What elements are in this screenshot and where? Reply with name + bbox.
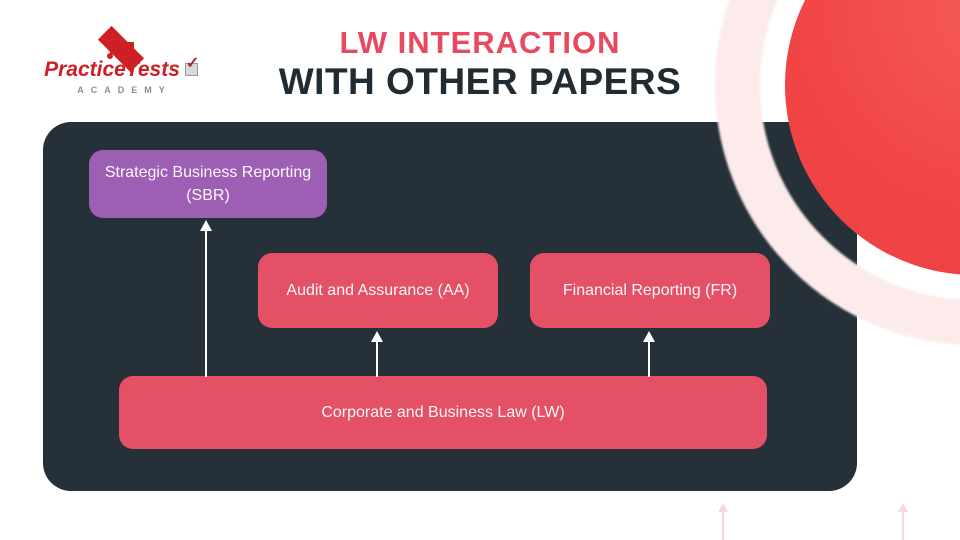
checkmark-icon: ✓: [185, 55, 200, 72]
connector-line: [376, 341, 378, 377]
node-lw: Corporate and Business Law (LW): [119, 376, 767, 449]
arrowhead-up-icon: [200, 220, 212, 231]
connector-line: [205, 230, 207, 377]
arrowhead-up-icon: [898, 503, 908, 512]
brand-logo: PracticeTests ✓ ACADEMY: [44, 24, 199, 95]
brand-row: PracticeTests ✓: [44, 56, 199, 82]
diagram-panel: Strategic Business Reporting (SBR) Audit…: [43, 122, 857, 491]
node-aa: Audit and Assurance (AA): [258, 253, 498, 328]
node-sbr-label: Strategic Business Reporting (SBR): [104, 163, 312, 204]
title-line1: LW INTERACTION: [339, 25, 621, 60]
arrow-line: [902, 511, 904, 540]
node-aa-label: Audit and Assurance (AA): [286, 281, 470, 299]
brand-name: PracticeTests: [44, 58, 180, 81]
cap-base-shape: [108, 42, 134, 53]
graduation-cap-icon: [84, 24, 158, 73]
brand-subtitle: ACADEMY: [77, 85, 172, 95]
cap-tassel-dot: [107, 53, 113, 59]
checkbox-icon: ✓: [184, 56, 199, 76]
title-line2: WITH OTHER PAPERS: [278, 61, 682, 102]
cap-tassel: [110, 44, 112, 54]
node-fr-label: Financial Reporting (FR): [562, 281, 738, 299]
arrowhead-up-icon: [643, 331, 655, 342]
node-fr: Financial Reporting (FR): [530, 253, 770, 328]
node-lw-label: Corporate and Business Law (LW): [321, 403, 565, 421]
arrowhead-up-icon: [371, 331, 383, 342]
node-sbr: Strategic Business Reporting (SBR): [89, 150, 327, 218]
page-title: LW INTERACTION WITH OTHER PAPERS: [0, 27, 960, 100]
connector-line: [648, 341, 650, 377]
arrowhead-up-icon: [718, 503, 728, 512]
arrow-line: [722, 511, 724, 540]
